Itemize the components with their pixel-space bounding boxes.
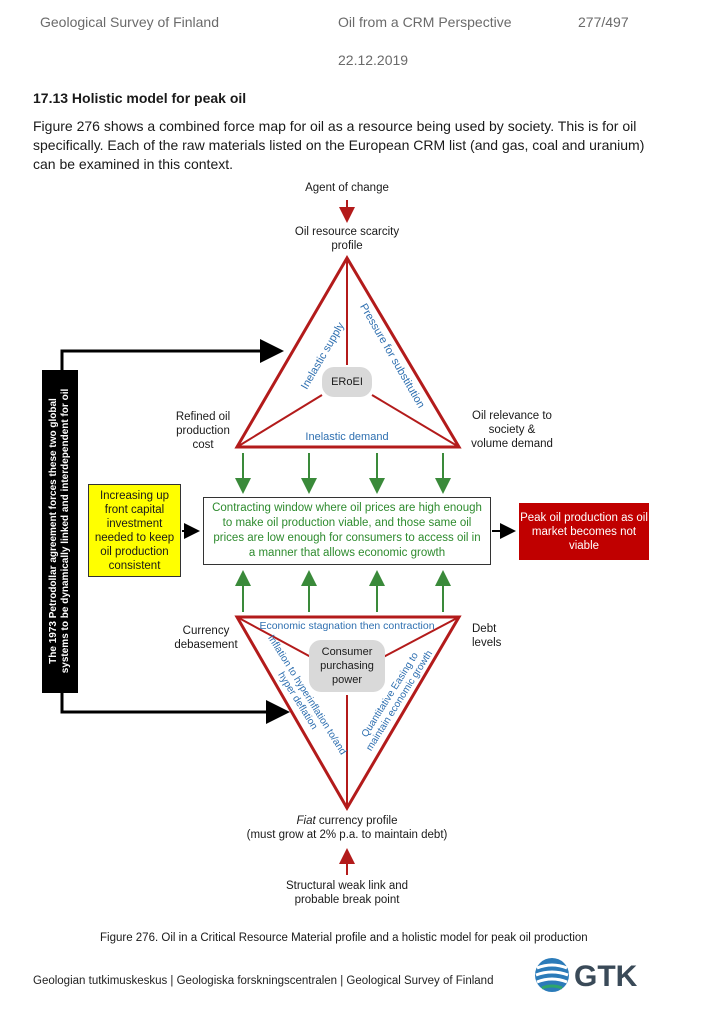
demand-triangle: [234, 615, 462, 811]
fiat-currency-label: Fiat currency profile (must grow at 2% p…: [246, 815, 448, 841]
page-number: 277/497: [578, 14, 629, 30]
capital-investment-box: Increasing up front capital investment n…: [88, 484, 181, 577]
petrodollar-text: The 1973 Petrodollar agreement forces th…: [48, 388, 71, 674]
contracting-window-box: Contracting window where oil prices are …: [203, 497, 491, 565]
consumer-power-bubble: Consumer purchasing power: [309, 640, 385, 692]
header-title: Oil from a CRM Perspective: [338, 14, 512, 30]
intro-paragraph: Figure 276 shows a combined force map fo…: [33, 118, 645, 172]
gtk-globe-icon: GTK: [535, 958, 638, 993]
gtk-logo-text: GTK: [574, 960, 638, 993]
peak-oil-box: Peak oil production as oil market become…: [519, 503, 649, 560]
inelastic-demand-label: Inelastic demand: [305, 431, 389, 443]
header-date: 22.12.2019: [338, 52, 409, 68]
supply-triangle: [234, 255, 462, 449]
petrodollar-bar: [42, 370, 78, 693]
section-title: 17.13 Holistic model for peak oil: [33, 90, 247, 106]
eroei-bubble: ERoEI: [322, 367, 372, 397]
economic-stagnation-label: Economic stagnation then contraction: [259, 620, 435, 632]
figure-caption: Figure 276. Oil in a Critical Resource M…: [100, 932, 588, 944]
footer-text: Geologian tutkimuskeskus | Geologiska fo…: [33, 975, 494, 987]
header-org: Geological Survey of Finland: [40, 14, 219, 30]
agent-of-change-label: Agent of change: [305, 182, 389, 194]
gtk-logo: GTK: [532, 955, 662, 1000]
